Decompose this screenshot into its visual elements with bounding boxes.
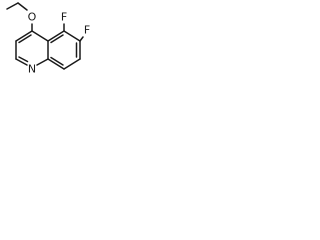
bond-c4a-c4 [31,30,49,42]
fluorine-6-atom-label: F [84,24,90,37]
bond-c4a-c5 [47,30,65,42]
pyridine-ring [15,30,49,66]
fluorine-5-atom-label: F [61,11,67,24]
bond-n1-c8a [36,58,49,66]
bond-c5-c6 [63,30,81,42]
bond-c8-c8a [47,58,65,70]
bond-c2-n1 [15,58,28,66]
ethyl-chain [6,2,28,11]
bond-c4-c3 [15,30,33,42]
bond-c4-c3-inner [18,34,32,44]
bond-c6-f6 [79,36,84,42]
bond-c4a-c5-inner [50,34,64,44]
bond-c2-n1-inner [18,56,29,63]
bond-methyl-methylene [6,2,19,10]
nitrogen-atom-label: N [28,63,36,76]
bond-methylene-oxygen [17,2,28,11]
bond-c7-c8 [63,58,81,70]
bond-c8-c8a-inner [50,56,64,66]
benzene-ring [47,30,81,70]
oxygen-atom-label: O [28,11,37,24]
structure-diagram: O F F N [6,2,90,76]
